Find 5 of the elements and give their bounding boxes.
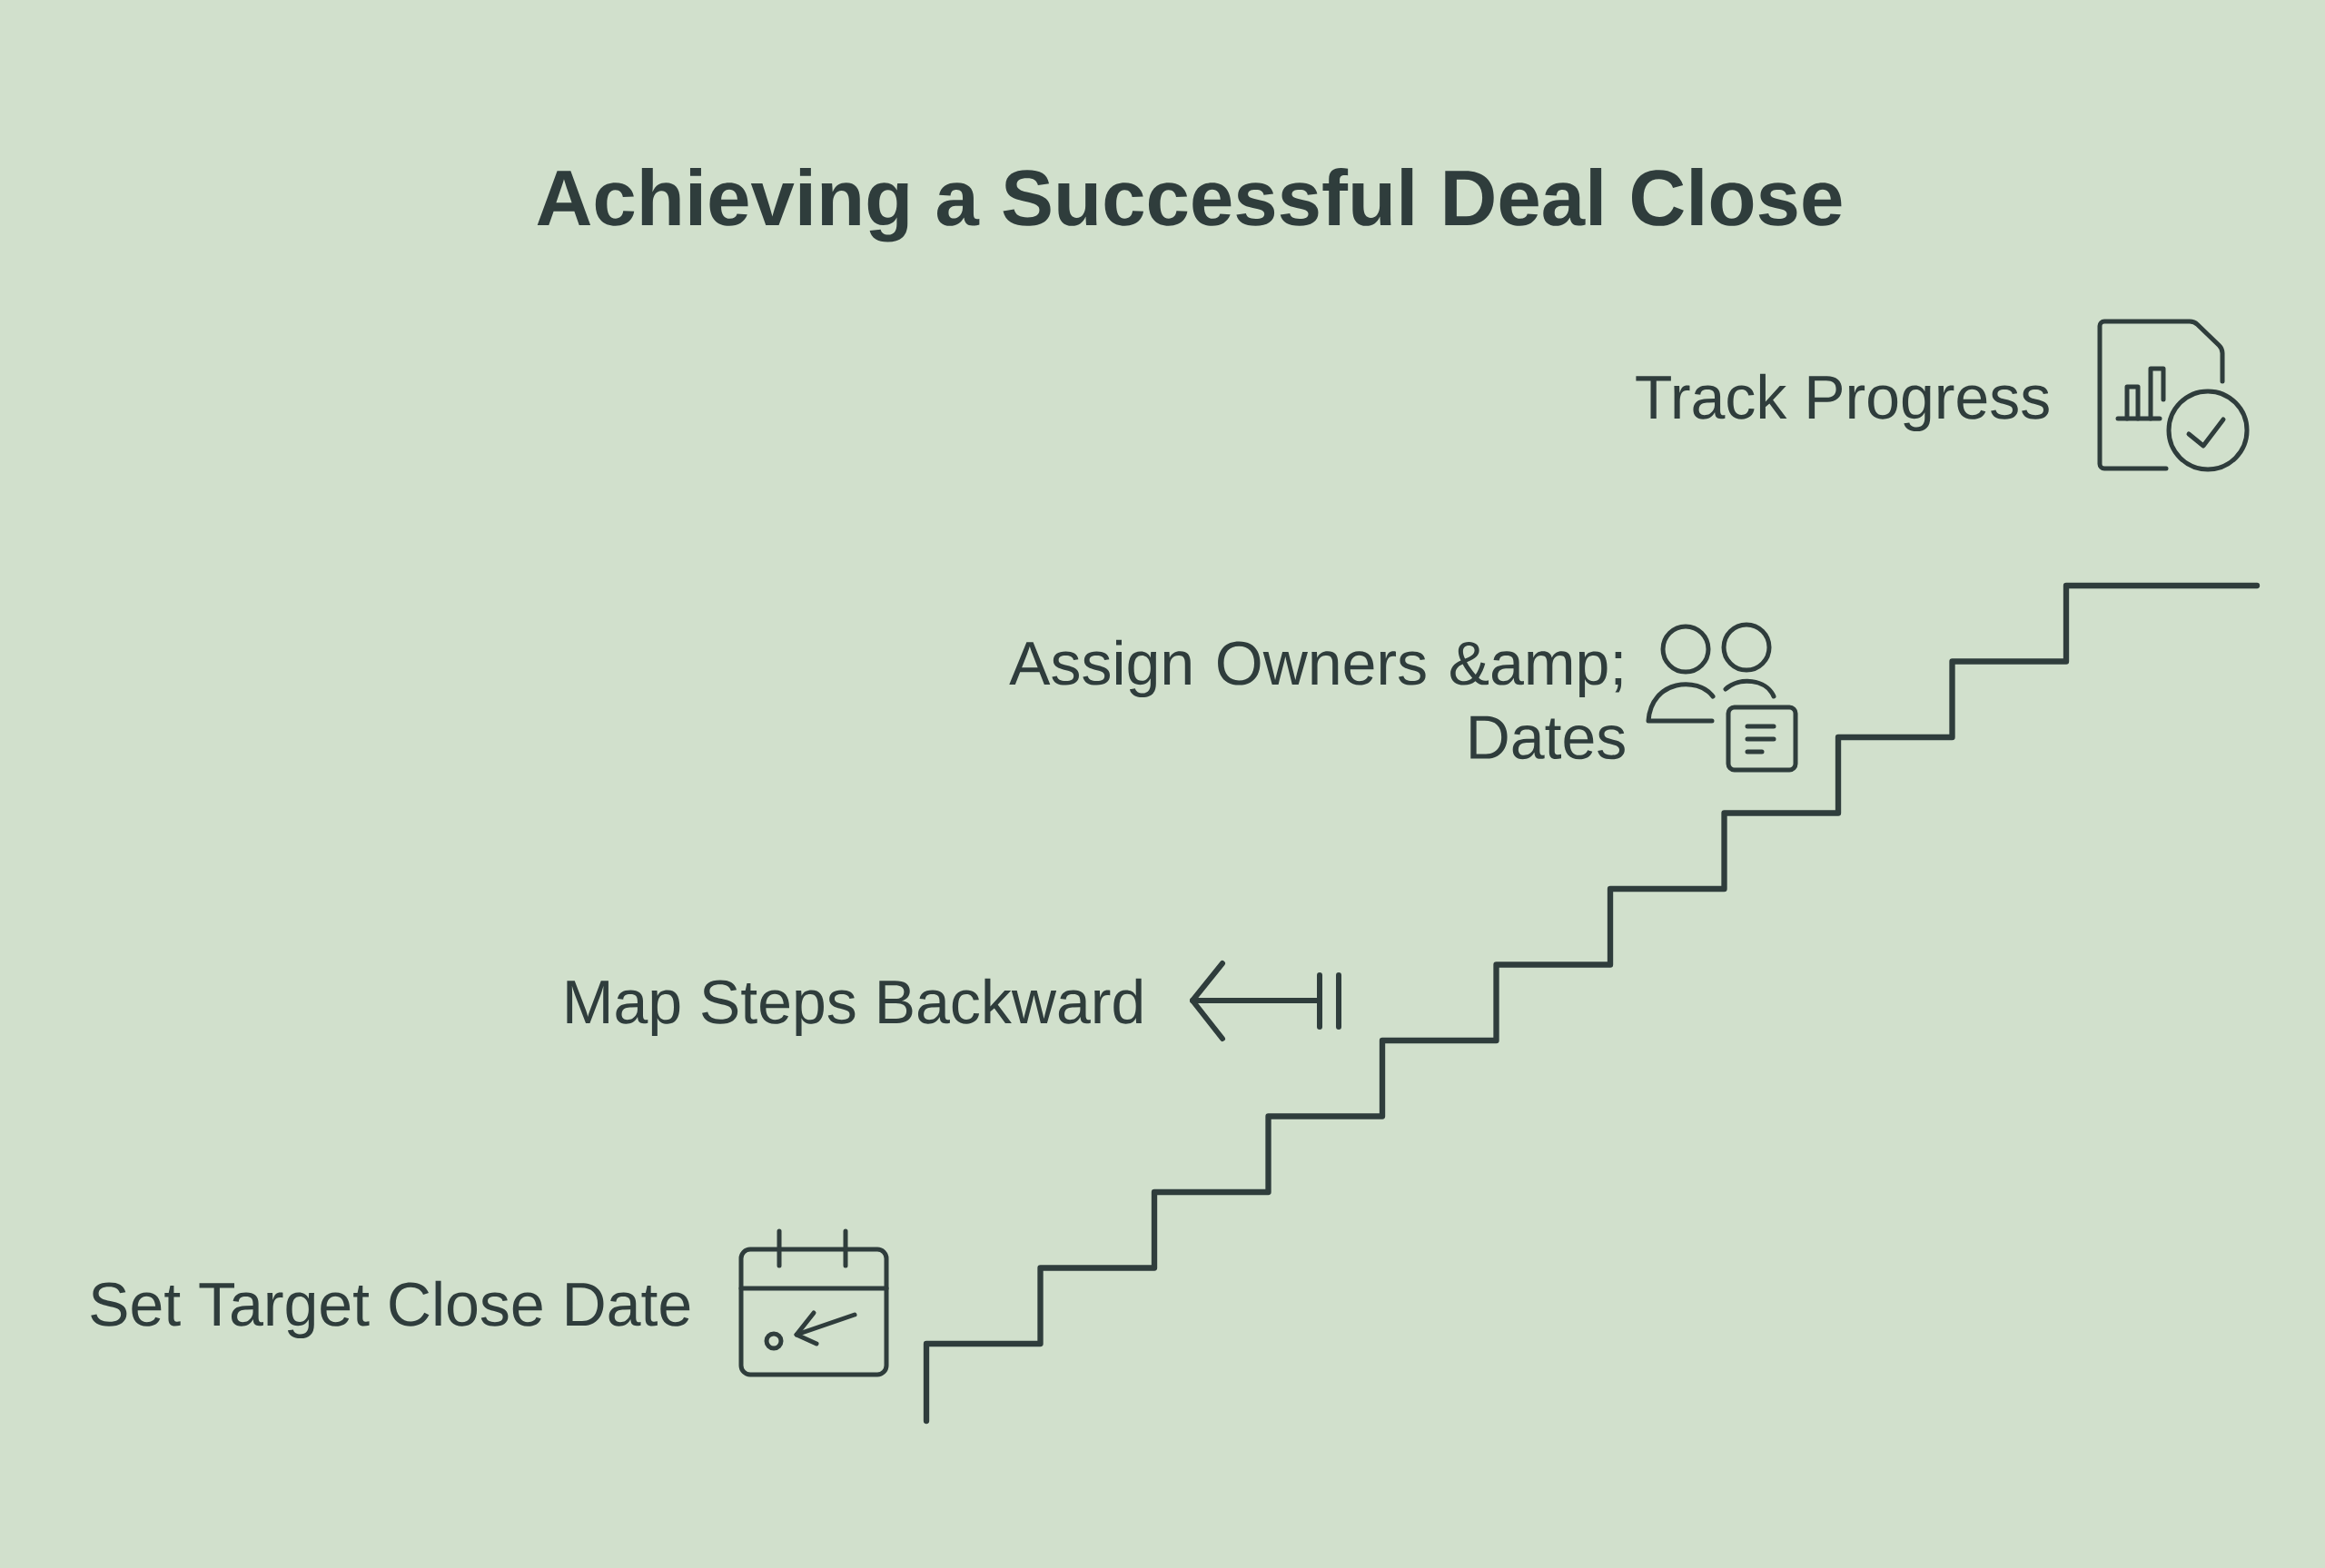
step-label: Set Target Close Date <box>91 1280 690 1339</box>
title: Achieving a Successful Deal Close <box>537 167 1842 242</box>
step-label: Assign Owners &amp; Dates <box>1009 639 1625 760</box>
step-label: Track Progress <box>1636 373 2049 432</box>
step-label: Map Steps Backward <box>567 978 1142 1037</box>
